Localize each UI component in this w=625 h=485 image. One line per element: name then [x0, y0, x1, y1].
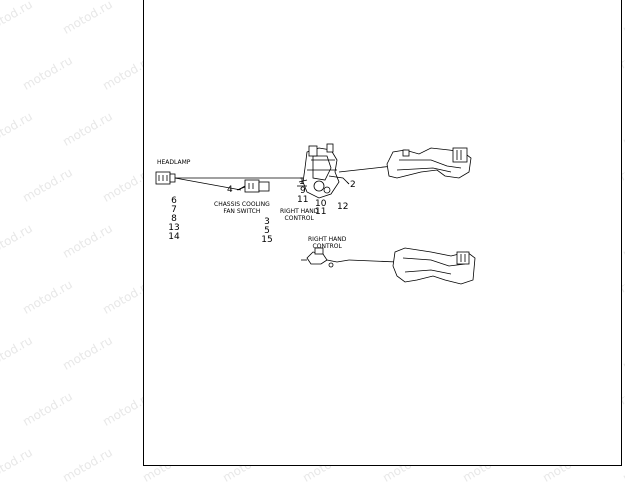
- headlamp-label: HEADLAMP: [157, 159, 191, 166]
- watermark-text: motod.ru: [0, 221, 35, 261]
- rh-control-top-line-1: RIGHT HAND: [280, 208, 319, 215]
- callout-13: 13: [168, 223, 180, 233]
- rh-control-top-line-2: CONTROL: [284, 215, 314, 222]
- callout-10: 10: [315, 199, 327, 209]
- callout-15: 15: [261, 235, 273, 245]
- watermark-text: motod.ru: [0, 445, 35, 485]
- watermark-text: motod.ru: [0, 0, 35, 37]
- rh-control-bottom-line-2: CONTROL: [312, 243, 342, 250]
- watermark-text: motod.ru: [0, 333, 35, 373]
- watermark-text: motod.ru: [20, 53, 75, 93]
- callout-8: 8: [171, 214, 177, 224]
- right-hand-control-label-top: RIGHT HAND CONTROL: [280, 208, 318, 222]
- callout-9: 9: [300, 186, 306, 196]
- callout-5: 5: [264, 226, 270, 236]
- watermark-text: motod.ru: [60, 221, 115, 261]
- callout-1: 1: [299, 177, 305, 187]
- watermark-text: motod.ru: [20, 389, 75, 429]
- rh-control-bottom-line-1: RIGHT HAND: [308, 236, 347, 243]
- fan-switch-connector: [244, 179, 270, 193]
- callout-11b: 11: [315, 207, 327, 217]
- callout-12: 12: [337, 202, 349, 212]
- callout-3: 3: [264, 217, 270, 227]
- fan-switch-callouts: 3 5 15: [261, 218, 273, 245]
- callout-11a: 11: [297, 195, 309, 205]
- chassis-cooling-label: CHASSIS COOLING FAN SWITCH: [214, 201, 270, 215]
- headlamp-callouts: 6 7 8 13 14: [168, 197, 180, 242]
- callout-6: 6: [171, 196, 177, 206]
- wiring-diagram: [155, 143, 476, 285]
- chassis-cooling-line-1: CHASSIS COOLING: [214, 201, 270, 208]
- headlamp-connector: [155, 171, 176, 185]
- watermark-text: motod.ru: [60, 109, 115, 149]
- chassis-cooling-line-2: FAN SWITCH: [223, 208, 261, 215]
- harness-bracket-bottom: [392, 247, 476, 285]
- callout-7: 7: [171, 205, 177, 215]
- watermark-text: motod.ru: [60, 0, 115, 37]
- right-hand-control-label-bottom: RIGHT HAND CONTROL: [308, 236, 346, 250]
- callout-4: 4: [227, 185, 233, 195]
- watermark-text: motod.ru: [60, 445, 115, 485]
- callout-2: 2: [350, 180, 356, 190]
- diagram-sheet: HEADLAMP CHASSIS COOLING FAN SWITCH RIGH…: [143, 0, 622, 466]
- right-hand-control-assembly: [297, 143, 350, 199]
- watermark-text: motod.ru: [0, 109, 35, 149]
- watermark-text: motod.ru: [20, 165, 75, 205]
- right-hand-control-lower: [301, 247, 350, 268]
- callout-14: 14: [168, 232, 180, 242]
- watermark-text: motod.ru: [20, 277, 75, 317]
- watermark-text: motod.ru: [60, 333, 115, 373]
- harness-bracket-top: [386, 147, 472, 179]
